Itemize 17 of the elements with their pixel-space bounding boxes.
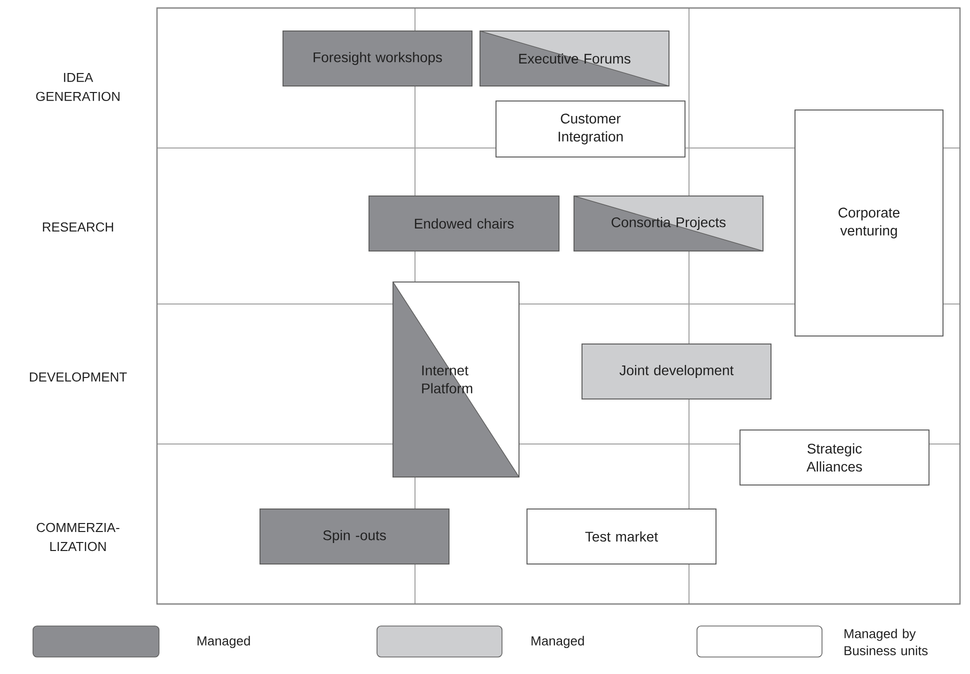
row-label: DEVELOPMENT	[30, 372, 127, 382]
legend-label: Managed	[198, 636, 250, 648]
activity-box: Corporate venturing	[794, 110, 944, 336]
legend-label: Managed by Business units	[844, 628, 928, 656]
activity-box: Executive Forums	[480, 30, 670, 86]
activity-box: Test market	[526, 508, 716, 564]
row-label: RESEARCH	[42, 222, 114, 232]
activity-box: Strategic Alliances	[740, 430, 930, 486]
activity-box: Spin -outs	[260, 508, 450, 564]
activity-box: Customer Integration	[496, 100, 686, 158]
activity-box: Joint development	[582, 344, 772, 400]
activity-box: Foresight workshops	[282, 30, 472, 86]
legend-label: Managed	[532, 636, 584, 648]
activity-box: Consortia Projects	[574, 196, 764, 252]
activity-box: Endowed chairs	[368, 196, 560, 252]
row-label: COMMERZIA- LIZATION	[36, 522, 120, 552]
row-label: IDEA GENERATION	[36, 72, 120, 102]
